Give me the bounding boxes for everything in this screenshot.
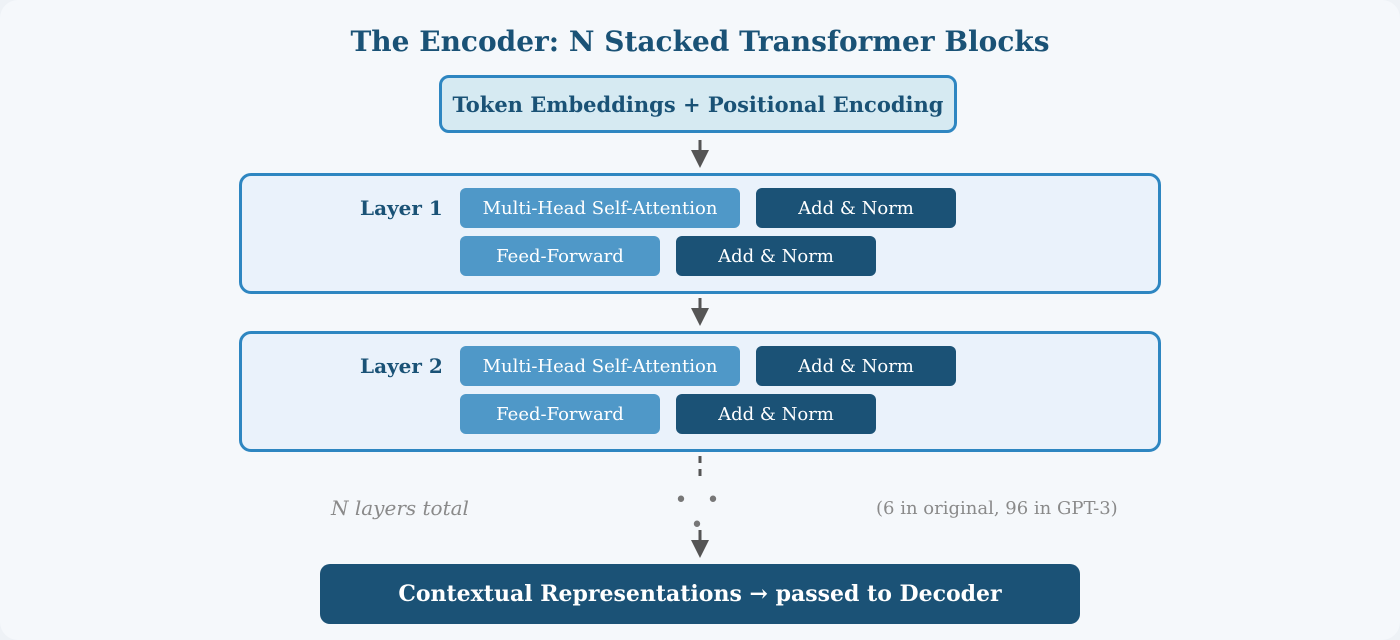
layer-count-note: (6 in original, 96 in GPT-3) [876,498,1118,519]
dashed-continuation-line [698,456,702,480]
output-representations-box: Contextual Representations → passed to D… [320,564,1080,624]
feed-forward-block: Feed-Forward [460,394,660,434]
feed-forward-block: Feed-Forward [460,236,660,276]
layers-total-note: N layers total [331,496,469,520]
arrow-to-layer-2 [691,298,709,326]
add-norm-block: Add & Norm [756,346,956,386]
arrow-to-output [691,530,709,558]
add-norm-block: Add & Norm [676,236,876,276]
add-norm-block: Add & Norm [756,188,956,228]
diagram-title: The Encoder: N Stacked Transformer Block… [350,25,1050,58]
self-attention-block: Multi-Head Self-Attention [460,188,740,228]
layer-label: Layer 2 [360,354,443,378]
add-norm-block: Add & Norm [676,394,876,434]
arrow-to-layer-1 [691,140,709,168]
ellipsis-dots: • • • [674,488,726,538]
input-embeddings-box: Token Embeddings + Positional Encoding [439,75,957,133]
layer-2-box: Layer 2 Multi-Head Self-Attention Add & … [239,331,1161,452]
layer-1-box: Layer 1 Multi-Head Self-Attention Add & … [239,173,1161,294]
layer-label: Layer 1 [360,196,443,220]
self-attention-block: Multi-Head Self-Attention [460,346,740,386]
